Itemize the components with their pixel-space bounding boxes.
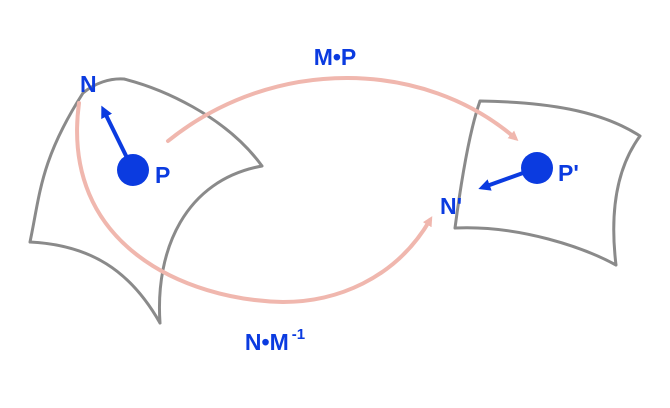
point-p-marker (117, 154, 149, 186)
normal-label-n-prime: N' (440, 193, 462, 219)
left-surface (28, 77, 264, 325)
transform-bottom-main: N•M (245, 329, 289, 355)
transform-arrow-bottom (75, 101, 433, 305)
right-surface (453, 99, 642, 267)
normal-label-n: N (80, 71, 97, 97)
transform-arrow-top (166, 76, 519, 143)
transform-bottom-superscript: -1 (292, 326, 305, 343)
point-label-p: P (155, 162, 170, 188)
transform-bottom-label: N•M-1 (245, 326, 305, 355)
point-p-prime-marker (521, 152, 553, 184)
point-label-p-prime: P' (558, 160, 579, 186)
transform-top-label: M•P (314, 44, 357, 70)
